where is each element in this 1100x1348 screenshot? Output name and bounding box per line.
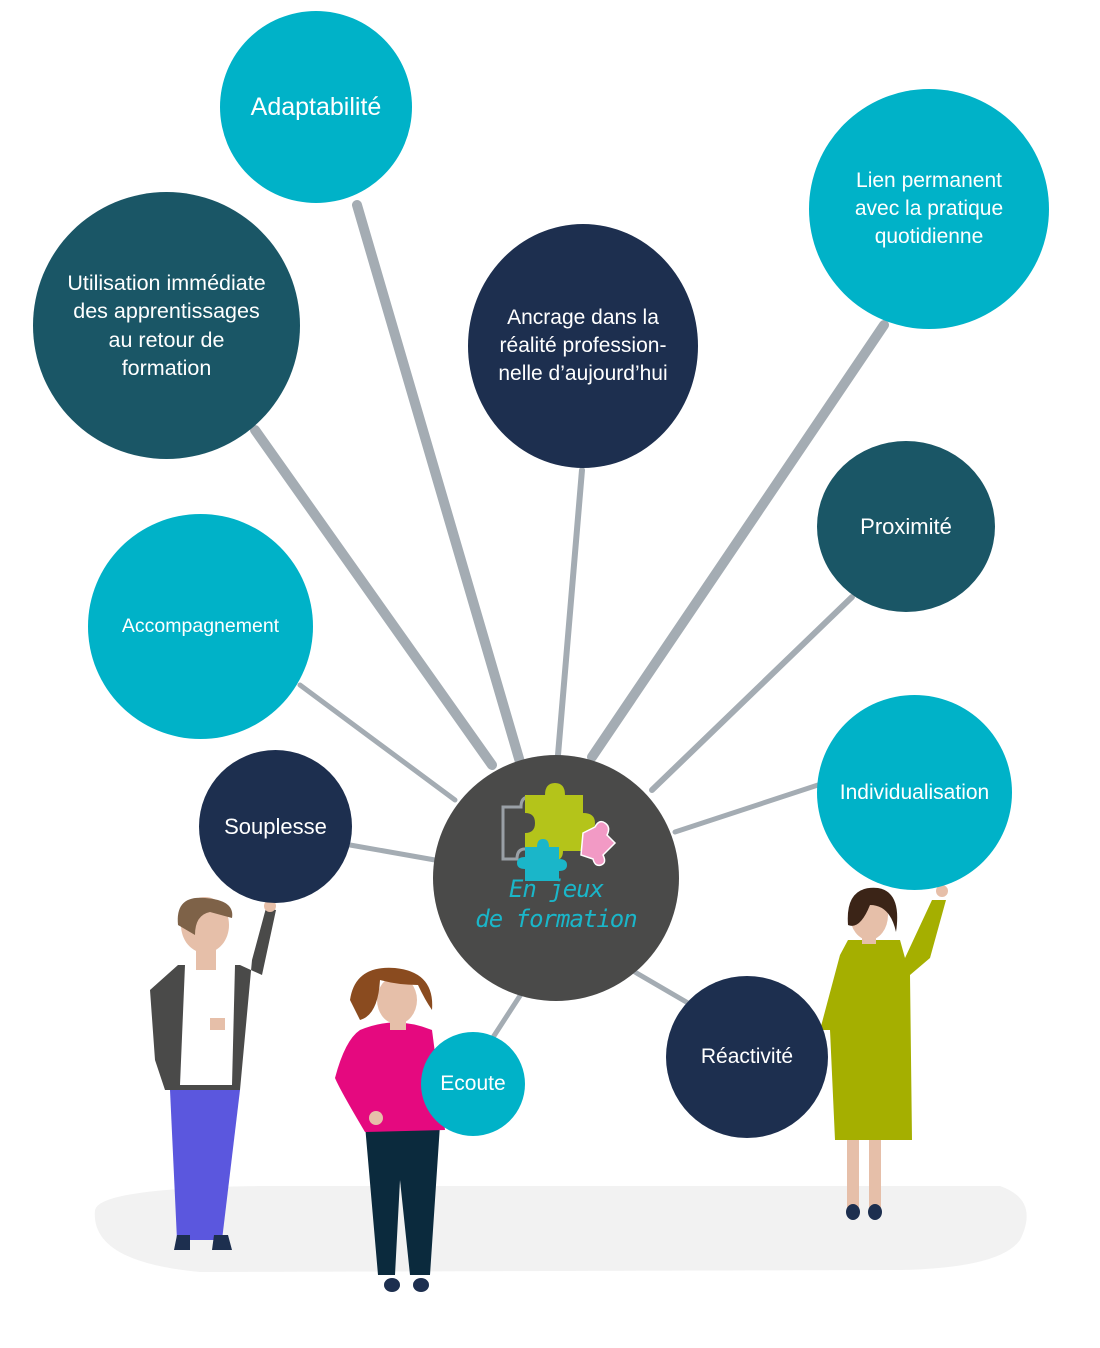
bubble-label: Utilisation immédiate des apprentissages… — [67, 270, 266, 380]
puzzle-logo-icon — [501, 783, 617, 881]
logo-line-2: de formation — [475, 905, 637, 933]
bubble-individualisation: Individualisation — [817, 695, 1012, 890]
bubble-utilisation: Utilisation immédiate des apprentissages… — [33, 192, 300, 459]
bubble-proximite: Proximité — [817, 441, 995, 612]
bubble-ancrage: Ancrage dans la réalité profession-nelle… — [468, 224, 698, 468]
bubble-adaptabilite: Adaptabilité — [220, 11, 412, 203]
bubble-label: Souplesse — [224, 813, 327, 839]
woman-pink-figure — [335, 967, 445, 1292]
bubble-label: Adaptabilité — [250, 92, 382, 121]
connector-lien — [587, 320, 889, 762]
connector-proximite — [649, 594, 855, 793]
bubble-label: Proximité — [860, 513, 952, 539]
connector-ancrage — [555, 467, 585, 758]
bubble-label: Lien permanent avec la pratique quotidie… — [854, 169, 1004, 248]
bubble-ecoute: Ecoute — [421, 1032, 525, 1136]
bubble-label: Individualisation — [839, 780, 990, 804]
bubble-souplesse: Souplesse — [199, 750, 352, 903]
bubble-label: Accompagnement — [121, 614, 280, 637]
connector-individualisation — [672, 782, 821, 835]
center-logo-node: En jeux de formation — [433, 755, 679, 1001]
bubble-label: Ecoute — [440, 1072, 506, 1096]
bubble-accompagnement: Accompagnement — [88, 514, 313, 739]
connector-adaptabilite — [352, 200, 525, 767]
connector-utilisation — [250, 425, 497, 770]
woman-green-figure — [820, 885, 948, 1220]
bubble-lien: Lien permanent avec la pratique quotidie… — [809, 89, 1049, 329]
connector-accompagnement — [297, 682, 458, 803]
connector-souplesse — [347, 842, 438, 863]
logo-line-1: En jeux — [508, 875, 604, 903]
bubble-reactivite: Réactivité — [666, 976, 828, 1138]
bubble-label: Ancrage dans la réalité profession-nelle… — [498, 306, 668, 385]
bubble-label: Réactivité — [700, 1045, 794, 1069]
connector-ecoute — [487, 985, 528, 1045]
man-figure — [150, 897, 276, 1250]
connector-reactivite — [625, 965, 691, 1006]
ground-shadow — [94, 1186, 1027, 1272]
